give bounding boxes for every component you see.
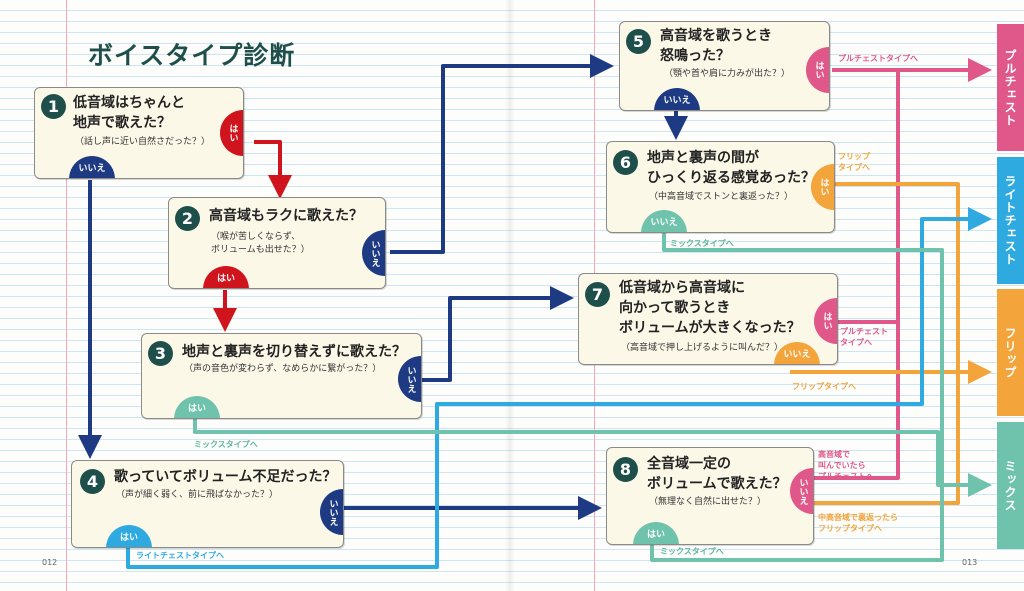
question-text: 地声と裏声を切り替えずに歌えた？ <box>182 344 406 360</box>
question-number: 5 <box>626 29 651 54</box>
result-label-pull-chest: 高音域で 叫んでいたら プルチェストへ <box>818 450 874 481</box>
tab-flip[interactable]: フリップ <box>997 289 1024 416</box>
no-badge[interactable]: いいえ <box>398 356 421 402</box>
question-text: 低音域はちゃんと 地声で歌えた？ <box>73 95 185 131</box>
result-label-flip: フリップタイプへ <box>792 382 856 391</box>
book-gutter <box>505 0 515 591</box>
page-title: ボイスタイプ診断 <box>88 41 296 70</box>
no-badge[interactable]: いいえ <box>320 489 343 535</box>
question-card-5: 5 高音域を歌うとき 怒鳴った？ （顎や首や肩に力みが出た？） はい いいえ <box>619 21 830 111</box>
question-hint: （顎や首や肩に力みが出た？） <box>664 69 791 79</box>
result-label-light-chest: ライトチェストタイプへ <box>136 551 224 560</box>
result-label-mix: ミックスタイプへ <box>670 239 734 248</box>
question-number: 3 <box>148 341 173 366</box>
page-number-right: 013 <box>962 558 978 567</box>
question-text: 歌っていてボリューム不足だった？ <box>114 469 337 485</box>
result-label-mix: ミックスタイプへ <box>660 547 724 556</box>
question-number: 7 <box>585 282 610 307</box>
result-label-flip: フリップ タイプへ <box>838 152 870 172</box>
question-text: 高音域もラクに歌えた？ <box>209 208 363 224</box>
result-label-pull-chest: プルチェストタイプへ <box>838 54 918 63</box>
question-hint: （声の音色が変わらず、なめらかに繋がった？） <box>184 364 382 374</box>
no-badge[interactable]: いいえ <box>790 468 813 514</box>
yes-badge[interactable]: はい <box>106 525 152 547</box>
question-hint: （話し声に近い自然さだった？） <box>75 137 211 147</box>
yes-badge[interactable]: はい <box>174 396 220 418</box>
page-number-left: 012 <box>42 558 58 567</box>
question-card-6: 6 地声と裏声の間が ひっくり返る感覚あった？ （中高音域でストンと裏返った？）… <box>606 141 835 233</box>
question-hint: （高音域で押し上げるように叫んだ？） <box>621 343 784 353</box>
result-label-flip: 中高音域で裏返ったら フリップタイプへ <box>818 513 898 533</box>
question-hint: （無理なく自然に出せた？） <box>649 497 767 507</box>
question-card-1: 1 低音域はちゃんと 地声で歌えた？ （話し声に近い自然さだった？） はい いい… <box>34 87 244 179</box>
question-text: 低音域から高音域に 向かって歌うとき ボリュームが大きくなった？ <box>619 280 801 336</box>
no-badge[interactable]: いいえ <box>774 342 820 364</box>
no-badge[interactable]: いいえ <box>362 230 385 276</box>
tab-light-chest[interactable]: ライトチェスト <box>997 157 1024 284</box>
question-text: 高音域を歌うとき 怒鳴った？ <box>660 28 772 64</box>
no-badge[interactable]: いいえ <box>69 156 115 178</box>
yes-badge[interactable]: はい <box>806 47 829 93</box>
yes-badge[interactable]: はい <box>633 522 679 544</box>
tab-pull-chest[interactable]: プルチェスト <box>997 24 1024 151</box>
yes-badge[interactable]: はい <box>203 266 249 288</box>
question-hint: （声が細く弱く、前に飛ばなかった？） <box>116 490 279 500</box>
question-number: 2 <box>175 206 200 231</box>
question-hint: （中高音域でストンと裏返った？） <box>649 192 794 202</box>
question-card-3: 3 地声と裏声を切り替えずに歌えた？ （声の音色が変わらず、なめらかに繋がった？… <box>141 333 422 419</box>
no-badge[interactable]: いいえ <box>641 210 687 232</box>
question-number: 1 <box>41 94 66 119</box>
yes-badge[interactable]: はい <box>814 298 837 344</box>
yes-badge[interactable]: はい <box>220 110 243 156</box>
result-label-mix: ミックスタイプへ <box>194 440 258 449</box>
question-text: 地声と裏声の間が ひっくり返る感覚あった？ <box>647 150 815 186</box>
question-card-7: 7 低音域から高音域に 向かって歌うとき ボリュームが大きくなった？ （高音域で… <box>578 273 838 365</box>
tab-mix[interactable]: ミックス <box>997 422 1024 549</box>
result-label-pull-chest: プルチェスト タイプへ <box>840 327 888 347</box>
question-number: 8 <box>613 457 638 482</box>
margin-line-left <box>66 0 67 591</box>
question-hint: （喉が苦しくならず、 ボリュームも出せた？） <box>211 232 310 255</box>
question-number: 4 <box>80 469 105 494</box>
question-number: 6 <box>613 150 638 175</box>
question-card-4: 4 歌っていてボリューム不足だった？ （声が細く弱く、前に飛ばなかった？） いい… <box>71 460 344 548</box>
question-card-8: 8 全音域一定の ボリュームで歌えた？ （無理なく自然に出せた？） いいえ はい <box>606 447 814 545</box>
yes-badge[interactable]: はい <box>811 164 834 210</box>
question-card-2: 2 高音域もラクに歌えた？ （喉が苦しくならず、 ボリュームも出せた？） いいえ… <box>168 197 386 289</box>
question-text: 全音域一定の ボリュームで歌えた？ <box>647 456 787 492</box>
no-badge[interactable]: いいえ <box>654 88 700 110</box>
